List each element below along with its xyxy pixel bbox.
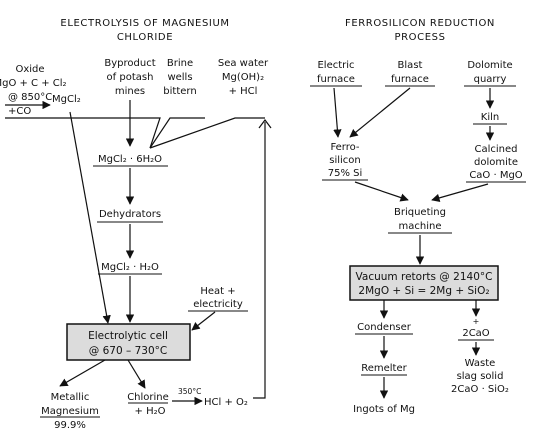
dolomite-line2: quarry (474, 74, 507, 85)
seawater-line1: Sea water (218, 58, 269, 69)
plus-sign: + (473, 317, 480, 326)
retort-line2: 2MgO + Si = 2Mg + SiO₂ (358, 285, 489, 297)
oxide-label: Oxide (15, 64, 44, 75)
seawater-line2: Mg(OH)₂ (222, 72, 264, 83)
hcl-recycle-arrowhead (258, 119, 272, 129)
ferro-line1: Ferro- (330, 142, 359, 153)
oxide-feed-line (5, 117, 161, 149)
left-title-line2: CHLORIDE (117, 32, 173, 43)
retort-line1: Vacuum retorts @ 2140°C (356, 271, 493, 283)
dolomite-line1: Dolomite (467, 60, 512, 71)
vacuum-retort-rect (349, 265, 499, 301)
electric-arrow (333, 87, 342, 138)
waste-line2: slag solid (457, 371, 504, 382)
chlorine-temp: 350°C (178, 387, 201, 396)
electrolysis-section: ELECTROLYSIS OF MAGNESIUM CHLORIDE Oxide… (0, 18, 272, 431)
metallic-line1: Metallic (51, 392, 90, 403)
condenser-node: Condenser (357, 322, 412, 333)
right-title-line2: PROCESS (394, 32, 445, 43)
byproduct-line3: mines (115, 86, 145, 97)
oxide-product: MgCl₂ (52, 94, 81, 105)
monohydrate-node: MgCl₂ · H₂O (101, 262, 159, 273)
seawater-source: Sea water Mg(OH)₂ + HCl (218, 58, 269, 97)
hexahydrate-node: MgCl₂ · 6H₂O (98, 154, 162, 165)
cell-line2: @ 670 – 730°C (89, 345, 167, 357)
brine-source: Brine wells bittern (163, 58, 196, 97)
electric-line1: Electric (317, 60, 354, 71)
brine-line3: bittern (163, 86, 196, 97)
briquet-line2: machine (399, 221, 442, 232)
byproduct-source: Byproduct of potash mines (104, 58, 155, 97)
byproduct-line1: Byproduct (104, 58, 155, 69)
blast-arrow (349, 87, 411, 138)
cell-line1: Electrolytic cell (88, 330, 168, 342)
vacuum-retort-box: Vacuum retorts @ 2140°C 2MgO + Si = 2Mg … (349, 265, 499, 301)
waste-line3: 2CaO · SiO₂ (451, 384, 509, 395)
arrow-to-metallic (59, 359, 106, 387)
dehydrators-node: Dehydrators (99, 209, 161, 220)
ferro-to-briquet-arrow (354, 181, 409, 202)
cao-node: 2CaO (462, 328, 489, 339)
left-title-line1: ELECTROLYSIS OF MAGNESIUM (60, 18, 229, 29)
metallic-line3: 99.9% (54, 420, 86, 431)
hcl-recycle-line (253, 122, 266, 399)
waste-line1: Waste (465, 358, 496, 369)
seawater-line3: + HCl (229, 86, 258, 97)
seawater-feed-line (149, 117, 265, 149)
ferrosilicon-section: FERROSILICON REDUCTION PROCESS Electric … (310, 18, 526, 415)
blast-line1: Blast (398, 60, 423, 71)
blast-line2: furnace (391, 74, 429, 85)
brine-line2: wells (167, 72, 192, 83)
chlorine-line2: + H₂O (135, 406, 166, 417)
oxide-direct-arrow (69, 111, 111, 324)
kiln-node: Kiln (481, 112, 499, 123)
ingots-node: Ingots of Mg (353, 404, 415, 415)
metallic-line2: Magnesium (41, 406, 99, 417)
remelter-node: Remelter (361, 363, 407, 374)
ferro-line3: 75% Si (328, 168, 363, 179)
calcined-line2: dolomite (474, 157, 518, 168)
calcined-to-briquet-arrow (431, 183, 489, 202)
oxide-temperature: @ 850°C (8, 92, 52, 103)
calcined-line3: CaO · MgO (469, 170, 522, 181)
chlorine-line1: Chlorine (127, 392, 169, 403)
right-title-line1: FERROSILICON REDUCTION (345, 18, 495, 29)
brine-line1: Brine (167, 58, 193, 69)
brine-feed-line (149, 117, 205, 149)
electrolytic-cell-rect (66, 323, 191, 361)
byproduct-line2: of potash (107, 72, 154, 83)
arrow-to-chlorine (127, 359, 146, 389)
ferro-line2: silicon (329, 155, 361, 166)
oxide-source: Oxide MgO + C + Cl₂ @ 850°C +CO MgCl₂ (0, 64, 81, 117)
heat-line2: electricity (193, 299, 243, 310)
oxide-reaction: MgO + C + Cl₂ (0, 78, 67, 89)
briquet-line1: Briqueting (394, 207, 446, 218)
hcl-node: HCl + O₂ (204, 397, 248, 408)
calcined-line1: Calcined (474, 144, 517, 155)
heat-line1: Heat + (200, 286, 235, 297)
electrolytic-cell-box: Electrolytic cell @ 670 – 730°C (66, 323, 191, 361)
heat-arrow (191, 311, 216, 331)
oxide-co: +CO (8, 106, 31, 117)
electric-line2: furnace (317, 74, 355, 85)
